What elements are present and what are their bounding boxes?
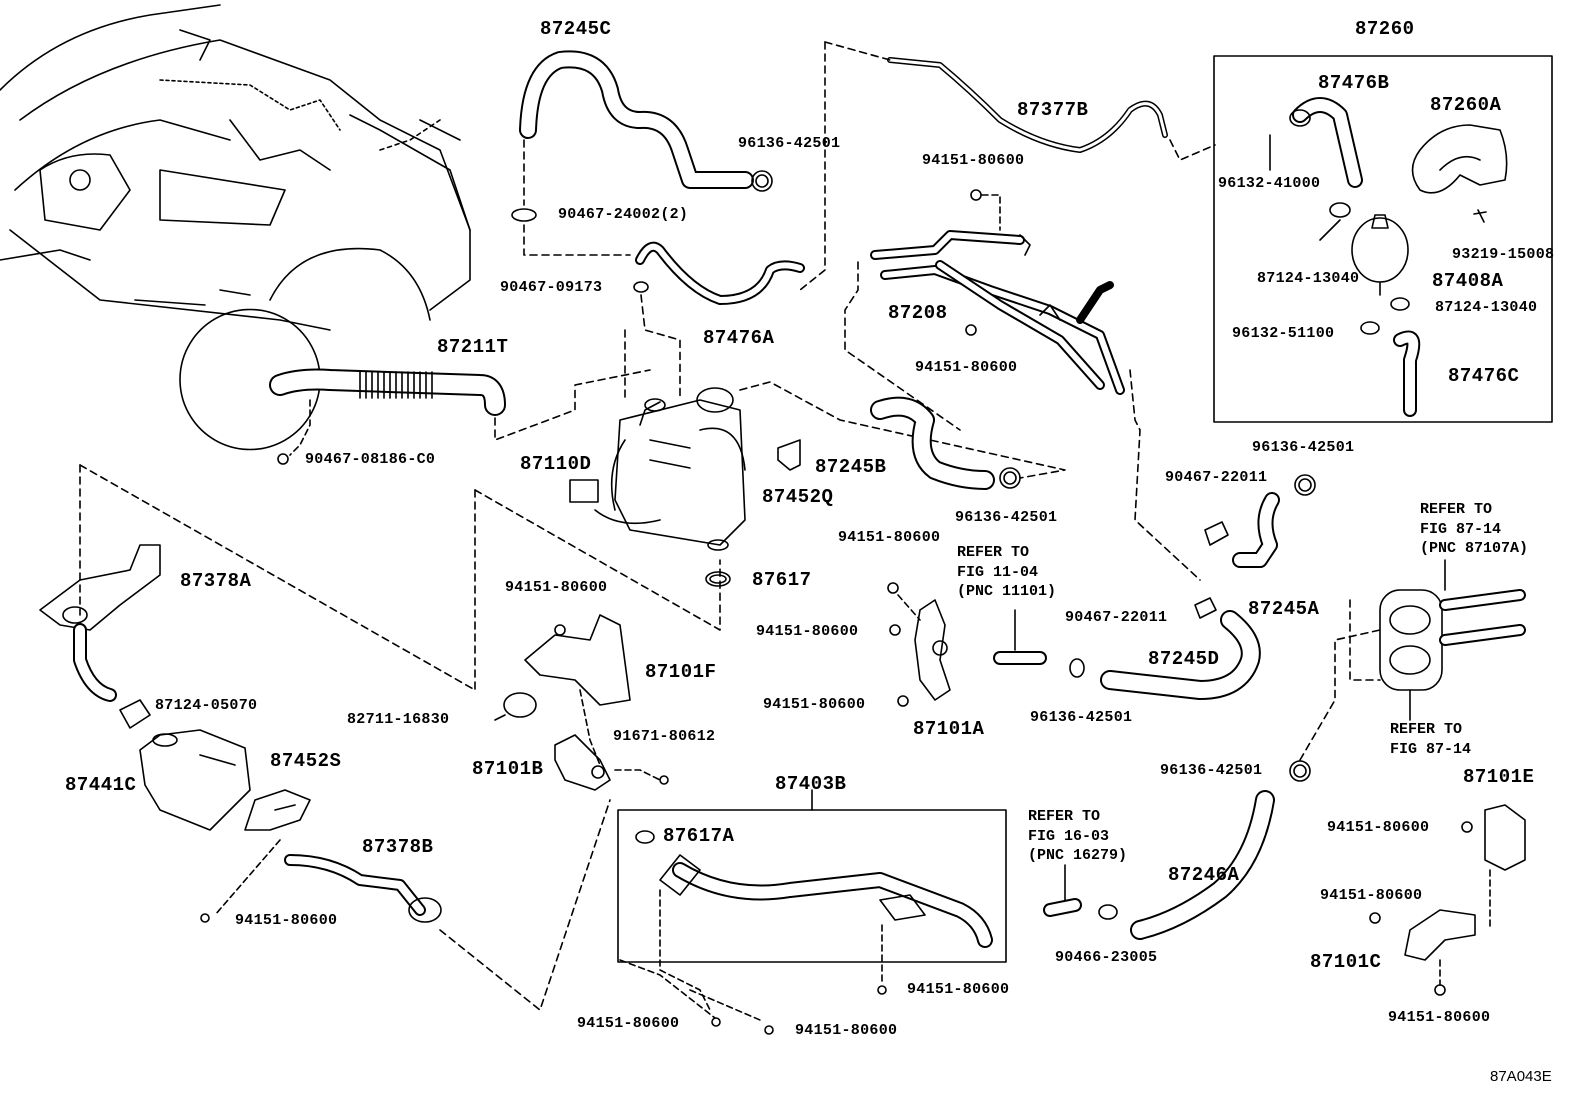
part-label-87110D: 87110D xyxy=(520,453,592,475)
part-label-87245C: 87245C xyxy=(540,18,612,40)
part-label-94151-80600: 94151-80600 xyxy=(577,1015,680,1032)
part-label-94151-80600: 94151-80600 xyxy=(1320,887,1423,904)
car-front-illustration xyxy=(0,4,471,451)
part-label-87476C: 87476C xyxy=(1448,365,1520,387)
part-label-96132-41000: 96132-41000 xyxy=(1218,175,1321,192)
part-label-87101A: 87101A xyxy=(913,718,985,740)
part-label-93219-15008: 93219-15008 xyxy=(1452,246,1555,263)
part-label-87245A: 87245A xyxy=(1248,598,1320,620)
kit-87260-box xyxy=(1213,55,1553,423)
part-label-87617: 87617 xyxy=(752,569,812,591)
part-label-94151-80600: 94151-80600 xyxy=(1388,1009,1491,1026)
part-label-87101E: 87101E xyxy=(1463,766,1535,788)
part-label-90467-08186-C0: 90467-08186-C0 xyxy=(305,451,436,468)
diagram-code: 87A043E xyxy=(1490,1068,1552,1085)
part-label-87260: 87260 xyxy=(1355,18,1415,40)
corrugated-section xyxy=(359,371,433,399)
heater-unit-87110D xyxy=(569,387,746,551)
reference-line: FIG 87-14 xyxy=(1390,740,1472,758)
reference-note-fig-87-14-top: REFER TO FIG 87-14 (PNC 87107A) xyxy=(1420,500,1528,559)
part-label-90467-22011: 90467-22011 xyxy=(1165,469,1268,486)
reference-note-fig-87-14-bottom: REFER TO FIG 87-14 xyxy=(1390,720,1471,759)
part-label-87408A: 87408A xyxy=(1432,270,1504,292)
part-label-94151-80600: 94151-80600 xyxy=(907,981,1010,998)
part-label-87208: 87208 xyxy=(888,302,948,324)
reference-line: REFER TO xyxy=(957,544,1030,561)
reference-note-fig-11-04: REFER TO FIG 11-04 (PNC 11101) xyxy=(957,543,1056,602)
part-label-87260A: 87260A xyxy=(1430,94,1502,116)
part-label-87378B: 87378B xyxy=(362,836,434,858)
part-label-90467-09173: 90467-09173 xyxy=(500,279,603,296)
part-label-87101F: 87101F xyxy=(645,661,717,683)
part-label-90466-23005: 90466-23005 xyxy=(1055,949,1158,966)
part-label-94151-80600: 94151-80600 xyxy=(838,529,941,546)
reference-line: (PNC 11101) xyxy=(957,583,1057,600)
part-label-87452S: 87452S xyxy=(270,750,342,772)
part-label-96136-42501: 96136-42501 xyxy=(1252,439,1355,456)
part-label-94151-80600: 94151-80600 xyxy=(763,696,866,713)
part-label-87101B: 87101B xyxy=(472,758,544,780)
part-label-87211T: 87211T xyxy=(437,336,509,358)
reference-line: FIG 16-03 xyxy=(1028,827,1110,845)
part-label-87617A: 87617A xyxy=(663,825,735,847)
reference-line: (PNC 87107A) xyxy=(1420,540,1529,557)
reference-line: REFER TO xyxy=(1420,501,1493,518)
part-label-90467-22011: 90467-22011 xyxy=(1065,609,1168,626)
part-label-94151-80600: 94151-80600 xyxy=(915,359,1018,376)
part-label-87245B: 87245B xyxy=(815,456,887,478)
part-label-87124-05070: 87124-05070 xyxy=(155,697,258,714)
part-label-91671-80612: 91671-80612 xyxy=(613,728,716,745)
part-label-96136-42501: 96136-42501 xyxy=(1030,709,1133,726)
part-label-82711-16830: 82711-16830 xyxy=(347,711,450,728)
reference-note-fig-16-03: REFER TO FIG 16-03 (PNC 16279) xyxy=(1028,807,1127,866)
reference-line: FIG 11-04 xyxy=(957,563,1039,581)
part-label-87245D: 87245D xyxy=(1148,648,1220,670)
part-label-94151-80600: 94151-80600 xyxy=(795,1022,898,1039)
part-label-94151-80600: 94151-80600 xyxy=(1327,819,1430,836)
reference-line: FIG 87-14 xyxy=(1420,520,1502,538)
part-label-87101C: 87101C xyxy=(1310,951,1382,973)
part-label-87403B: 87403B xyxy=(775,773,847,795)
part-label-94151-80600: 94151-80600 xyxy=(756,623,859,640)
part-label-87441C: 87441C xyxy=(65,774,137,796)
grommet xyxy=(1379,589,1443,691)
reference-line: REFER TO xyxy=(1390,721,1463,738)
part-label-94151-80600: 94151-80600 xyxy=(235,912,338,929)
part-label-96136-42501: 96136-42501 xyxy=(955,509,1058,526)
part-label-94151-80600: 94151-80600 xyxy=(922,152,1025,169)
part-label-87124-13040: 87124-13040 xyxy=(1435,299,1538,316)
part-label-87246A: 87246A xyxy=(1168,864,1240,886)
part-label-96136-42501: 96136-42501 xyxy=(738,135,841,152)
part-label-96132-51100: 96132-51100 xyxy=(1232,325,1335,342)
pipe-assembly-87208 xyxy=(870,230,1125,395)
part-label-87476B: 87476B xyxy=(1318,72,1390,94)
part-label-96136-42501: 96136-42501 xyxy=(1160,762,1263,779)
part-label-87378A: 87378A xyxy=(180,570,252,592)
part-label-87377B: 87377B xyxy=(1017,99,1089,121)
part-label-87476A: 87476A xyxy=(703,327,775,349)
part-label-87124-13040: 87124-13040 xyxy=(1257,270,1360,287)
reference-line: (PNC 16279) xyxy=(1028,847,1128,864)
part-label-94151-80600: 94151-80600 xyxy=(505,579,608,596)
part-label-90467-24002: 90467-24002(2) xyxy=(558,206,689,223)
part-label-87452Q: 87452Q xyxy=(762,486,834,508)
reference-line: REFER TO xyxy=(1028,808,1101,825)
